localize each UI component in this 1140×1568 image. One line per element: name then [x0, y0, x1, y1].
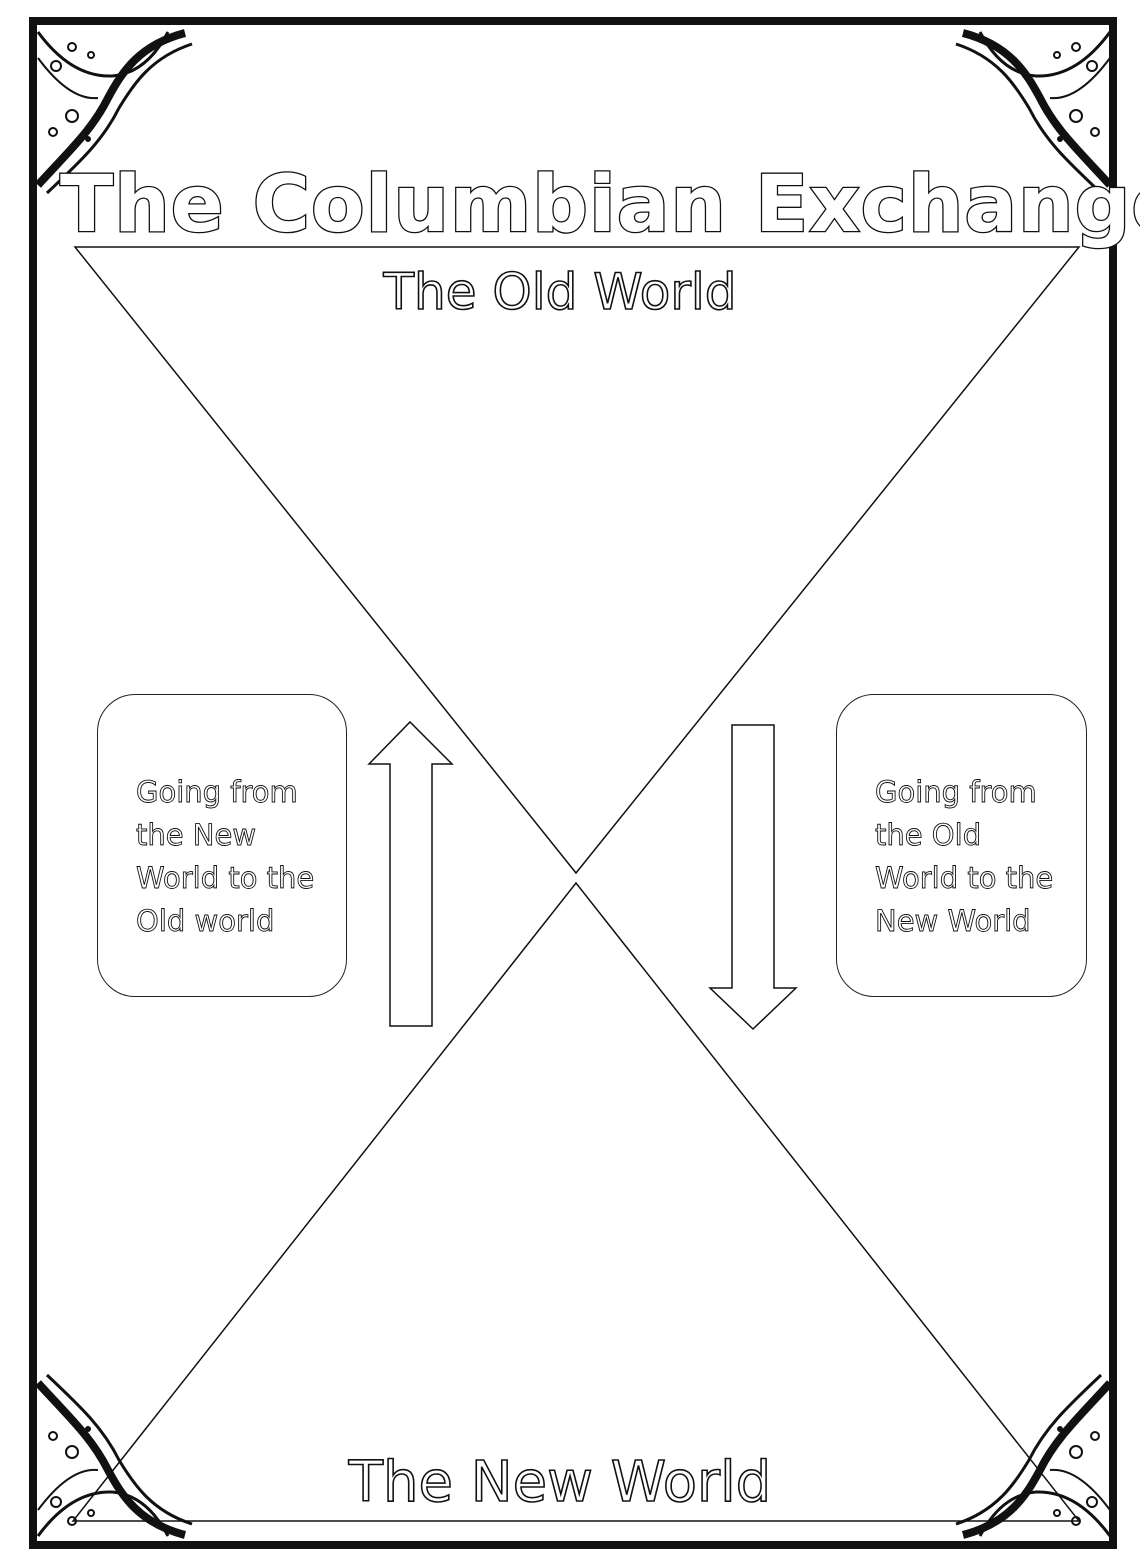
decorative-corner-icon — [35, 1373, 193, 1539]
decorative-corner-icon — [35, 29, 193, 195]
arrow-up-icon — [367, 720, 454, 1027]
new-world-label: The New World — [348, 1449, 772, 1516]
right-note-text: Going from the Old World to the New Worl… — [875, 775, 1054, 939]
left-note-box: Going from the New World to the Old worl… — [97, 694, 347, 997]
page-title: The Columbian Exchange — [59, 159, 1140, 252]
new-world-triangle — [71, 881, 1081, 1522]
left-note-text: Going from the New World to the Old worl… — [136, 775, 315, 939]
decorative-corner-icon — [955, 1373, 1113, 1539]
old-world-triangle — [73, 246, 1081, 875]
old-world-label: The Old World — [383, 262, 738, 322]
right-note-box: Going from the Old World to the New Worl… — [836, 694, 1087, 997]
page-border — [29, 17, 1117, 1549]
arrow-down-icon — [708, 724, 798, 1031]
decorative-corner-icon — [955, 29, 1113, 195]
